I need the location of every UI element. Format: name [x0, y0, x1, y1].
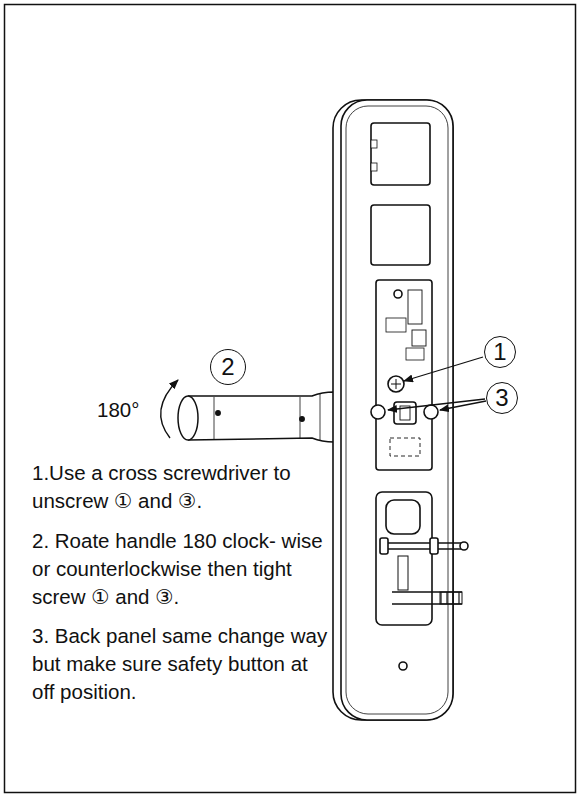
instruction-text: 2. Roate handle 180 clock- wise or count… [32, 527, 332, 611]
lever-handle [178, 392, 334, 442]
rotation-arrow [161, 380, 178, 438]
callout-circle: 2 [210, 349, 246, 385]
callout-circle: 1 [484, 336, 516, 368]
leader-line [404, 357, 483, 381]
page-frame [5, 5, 576, 793]
instruction-text: 3. Back panel same change way but make s… [32, 622, 332, 706]
callout-number: 2 [221, 355, 234, 379]
lock-plate [333, 100, 468, 720]
callout-circle: 3 [486, 382, 518, 414]
callout-number: 1 [493, 340, 506, 364]
callout-number: 3 [495, 386, 508, 410]
angle-label: 180° [97, 396, 157, 424]
leader-line [388, 399, 485, 410]
instruction-text: 1.Use a cross screwdriver to unscrew ① a… [32, 459, 332, 515]
leader-line [440, 401, 486, 410]
